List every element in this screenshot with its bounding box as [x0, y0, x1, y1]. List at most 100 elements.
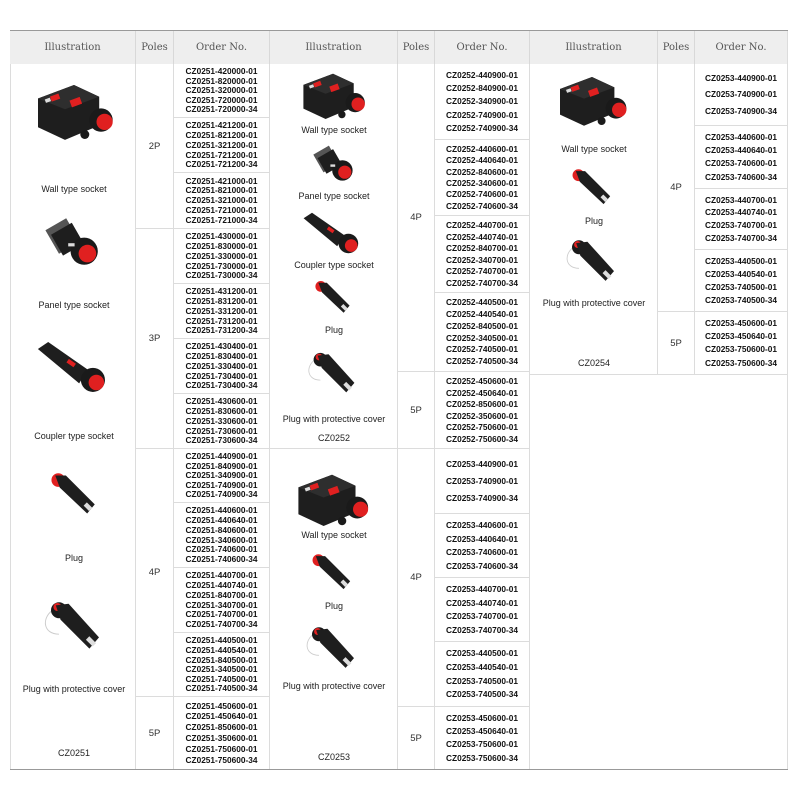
order-number: CZ0253-750600-34: [446, 752, 518, 763]
poles-cell: 3P: [136, 229, 174, 449]
order-number: CZ0252-750600-01: [446, 422, 518, 433]
order-number: CZ0253-740500-01: [705, 281, 777, 292]
order-number: CZ0253-440700-01: [446, 584, 518, 595]
order-number: CZ0251-750600-01: [185, 744, 258, 755]
order-number: CZ0251-420000-01: [185, 66, 258, 77]
order-number: CZ0251-830600-01: [185, 406, 258, 417]
order-number: CZ0251-840700-01: [185, 589, 258, 600]
order-number: CZ0251-850600-01: [185, 722, 258, 733]
order-number: CZ0253-740900-34: [446, 492, 518, 503]
order-number: CZ0252-440900-01: [446, 69, 518, 80]
illustration-cell-cz0253: Wall type socket Plug Plug with protecti…: [270, 449, 398, 770]
order-number: CZ0252-740500-01: [446, 344, 518, 355]
order-number: CZ0251-340500-01: [185, 664, 258, 675]
order-group: CZ0253-440700-01 CZ0253-440740-01 CZ0253…: [435, 578, 530, 642]
order-number: CZ0251-840900-01: [185, 460, 258, 471]
order-number: CZ0252-340500-01: [446, 332, 518, 343]
order-number: CZ0252-740600-01: [446, 189, 518, 200]
plug-image: [300, 549, 366, 599]
order-group: CZ0253-450600-01 CZ0253-450640-01 CZ0253…: [695, 312, 788, 375]
order-number: CZ0252-750600-34: [446, 433, 518, 444]
order-number: CZ0253-440600-01: [446, 520, 518, 531]
order-number: CZ0251-721000-01: [185, 205, 258, 216]
order-number: CZ0251-321200-01: [185, 139, 258, 150]
order-number: CZ0252-740500-34: [446, 356, 518, 367]
plug-with-cover-image: [300, 346, 368, 402]
order-number: CZ0253-740900-01: [705, 89, 777, 100]
order-group: CZ0252-440700-01 CZ0252-440740-01 CZ0252…: [435, 216, 530, 293]
product-label: Plug with protective cover: [282, 681, 386, 691]
order-number: CZ0251-721200-34: [185, 159, 258, 170]
order-number: CZ0252-740900-01: [446, 109, 518, 120]
empty-area: [530, 375, 788, 770]
order-number: CZ0253-440740-01: [705, 207, 777, 218]
order-number: CZ0251-721000-34: [185, 215, 258, 226]
coupler-type-socket-image: [298, 208, 368, 258]
order-number: CZ0253-440900-01: [446, 458, 518, 469]
product-label: Wall type socket: [301, 530, 367, 540]
poles-cell: 5P: [136, 697, 174, 770]
illustration-cell-cz0252: Wall type socket Panel type socket Coupl…: [270, 64, 398, 449]
order-number: CZ0251-430600-01: [185, 396, 258, 407]
order-group: CZ0253-440900-01 CZ0253-740900-01 CZ0253…: [695, 64, 788, 126]
order-number: CZ0252-840700-01: [446, 243, 518, 254]
panel-type-socket-image: [304, 142, 364, 188]
header-poles-3: Poles: [658, 31, 695, 64]
poles-cell: 2P: [136, 64, 174, 229]
illustration-cell-cz0251: Wall type socket Panel type socket Coupl…: [10, 64, 136, 770]
order-number: CZ0253-740600-01: [446, 547, 518, 558]
order-number: CZ0252-450640-01: [446, 387, 518, 398]
order-number: CZ0253-440540-01: [705, 268, 777, 279]
order-number: CZ0253-440740-01: [446, 597, 518, 608]
order-group: CZ0253-450600-01 CZ0253-450640-01 CZ0253…: [435, 707, 530, 770]
order-number: CZ0253-740600-34: [705, 171, 777, 182]
order-number: CZ0251-820000-01: [185, 75, 258, 86]
order-number: CZ0253-740900-01: [446, 475, 518, 486]
order-number: CZ0251-730600-34: [185, 435, 258, 446]
order-number: CZ0251-720000-34: [185, 104, 258, 115]
header-order-1: Order No.: [174, 31, 270, 64]
product-label: Coupler type socket: [34, 431, 114, 441]
wall-type-socket-image: [290, 469, 374, 531]
plug-image: [37, 464, 113, 528]
wall-type-socket-image: [29, 76, 119, 148]
order-number: CZ0251-731200-34: [185, 325, 258, 336]
order-number: CZ0251-721200-01: [185, 149, 258, 160]
table-bottom-border: [10, 769, 788, 770]
order-number: CZ0252-840600-01: [446, 166, 518, 177]
order-number: CZ0251-440640-01: [185, 515, 258, 526]
series-label: CZ0252: [317, 433, 351, 443]
order-number: CZ0251-450600-01: [185, 700, 258, 711]
order-group: CZ0251-431200-01 CZ0251-831200-01 CZ0251…: [174, 284, 270, 339]
order-group: CZ0251-440500-01 CZ0251-440540-01 CZ0251…: [174, 633, 270, 697]
poles-cell: 4P: [136, 449, 174, 697]
order-number: CZ0253-740500-01: [446, 675, 518, 686]
order-number: CZ0253-740900-34: [705, 105, 777, 116]
order-number: CZ0251-740600-01: [185, 544, 258, 555]
order-number: CZ0252-440600-01: [446, 144, 518, 155]
order-number: CZ0251-330000-01: [185, 250, 258, 261]
order-number: CZ0252-440700-01: [446, 220, 518, 231]
order-number: CZ0252-740900-34: [446, 122, 518, 133]
order-number: CZ0253-750600-01: [705, 344, 777, 355]
order-number: CZ0253-740700-01: [446, 611, 518, 622]
order-number: CZ0251-730000-01: [185, 260, 258, 271]
order-number: CZ0251-740500-01: [185, 673, 258, 684]
order-number: CZ0252-340700-01: [446, 254, 518, 265]
order-number: CZ0251-740900-34: [185, 489, 258, 500]
order-number: CZ0252-840900-01: [446, 83, 518, 94]
order-number: CZ0251-730400-01: [185, 370, 258, 381]
order-number: CZ0253-440900-01: [705, 73, 777, 84]
poles-cell: 5P: [398, 372, 435, 449]
order-number: CZ0253-750600-01: [446, 739, 518, 750]
order-group: CZ0252-440900-01 CZ0252-840900-01 CZ0252…: [435, 64, 530, 140]
poles-cell: 4P: [398, 64, 435, 372]
header-poles-1: Poles: [136, 31, 174, 64]
order-group: CZ0252-440600-01 CZ0252-440640-01 CZ0252…: [435, 140, 530, 216]
order-number: CZ0251-730400-34: [185, 380, 258, 391]
order-number: CZ0251-740600-34: [185, 554, 258, 565]
order-number: CZ0251-440540-01: [185, 644, 258, 655]
order-number: CZ0251-830400-01: [185, 351, 258, 362]
wall-type-socket-image: [552, 70, 632, 132]
order-number: CZ0251-750600-34: [185, 755, 258, 766]
